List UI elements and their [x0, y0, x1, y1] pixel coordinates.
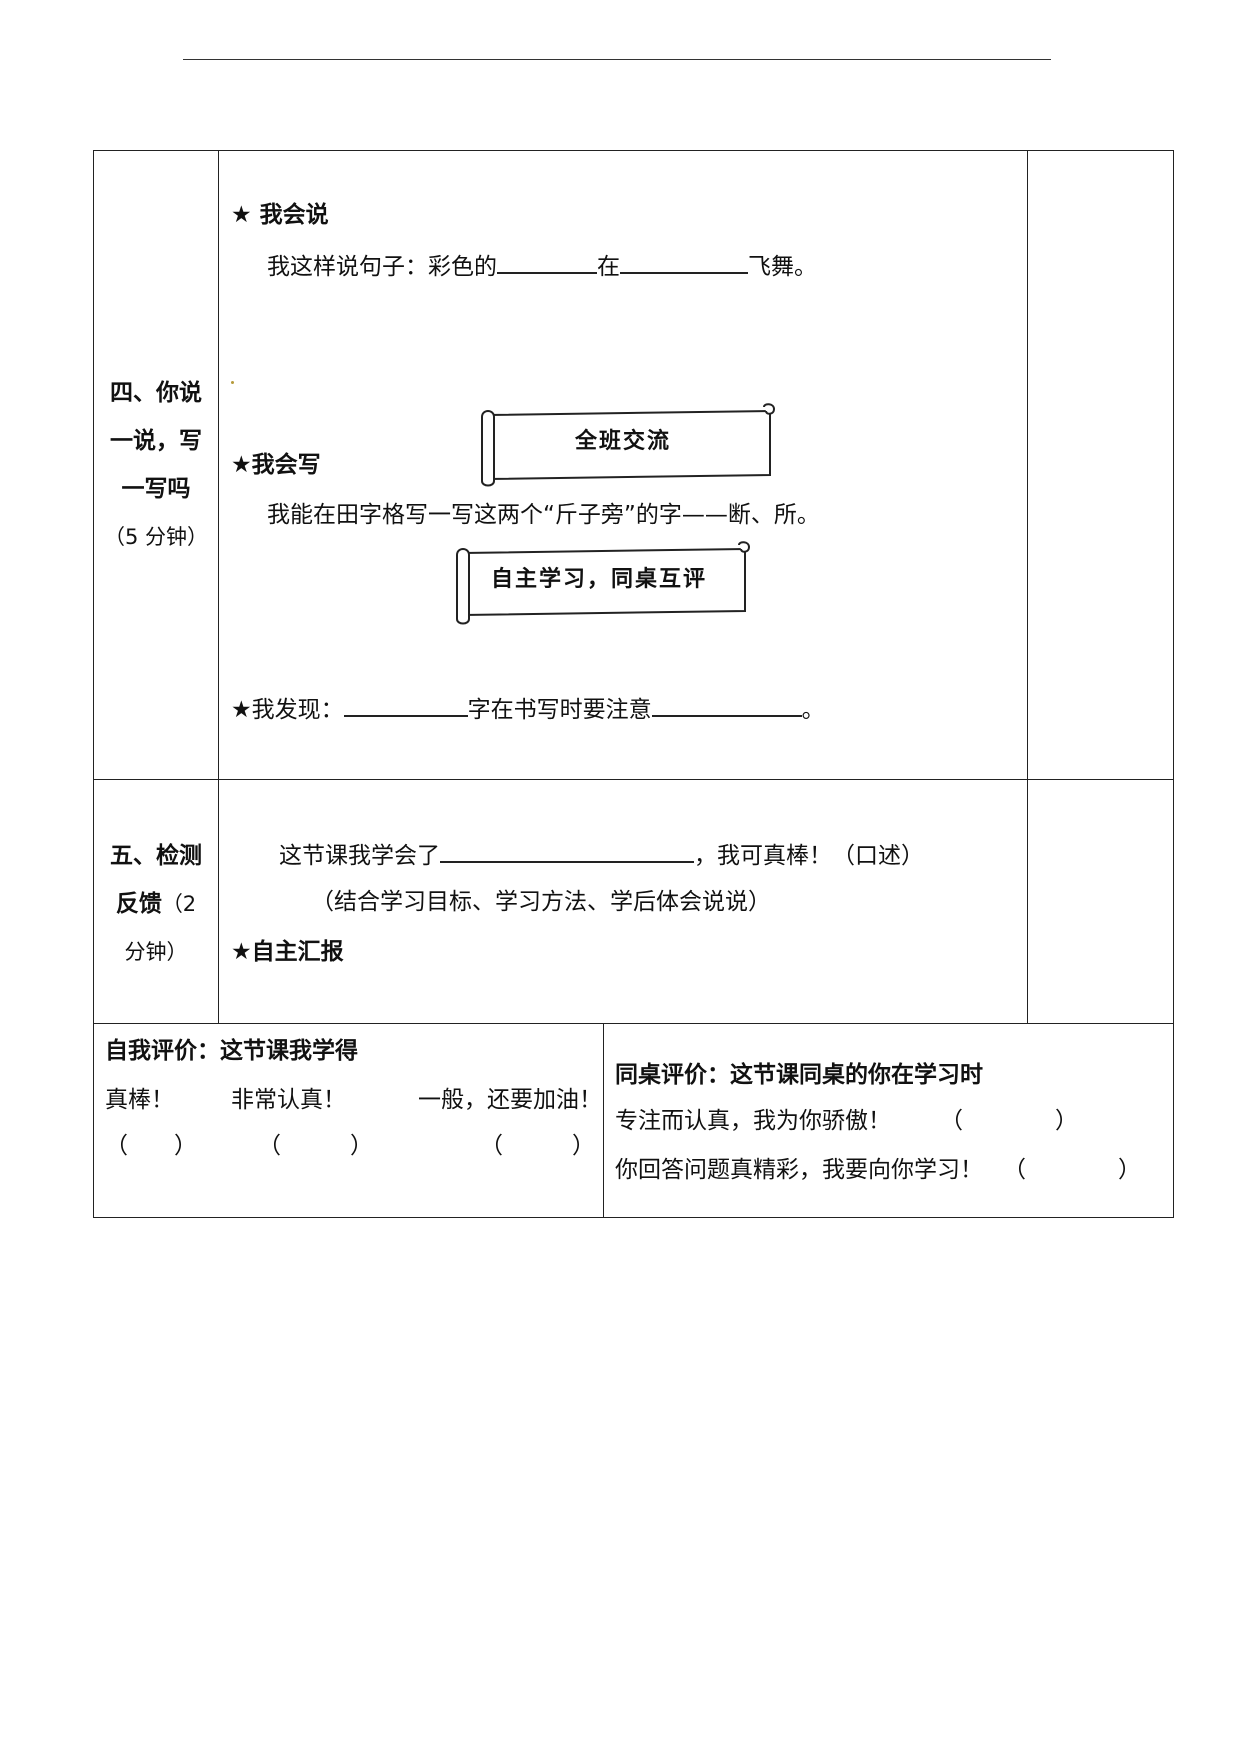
section4-time: （5 分钟）: [103, 525, 209, 549]
peer-eval-line-1: 专注而认真，我为你骄傲！: [615, 1108, 891, 1134]
learned-blank[interactable]: [440, 839, 694, 863]
section5-title-line2a: 反馈: [115, 891, 162, 917]
speck-mark: [231, 381, 234, 384]
speak-blank-2[interactable]: [620, 250, 748, 274]
peer-eval-line-2: 你回答问题真精彩，我要向你学习！: [615, 1157, 983, 1183]
discover-suffix: 。: [801, 697, 825, 723]
speak-heading: ★ 我会说: [231, 202, 329, 228]
section5-title-line3: 分钟）: [124, 940, 188, 964]
discover-blank-1[interactable]: [343, 693, 468, 717]
self-eval-paren-2[interactable]: （ ）: [258, 1133, 373, 1159]
discover-blank-2[interactable]: [651, 693, 802, 717]
scroll1-label: 全班交流: [575, 429, 672, 454]
speak-mid: 在: [597, 254, 620, 280]
self-report: ★自主汇报: [231, 939, 344, 965]
discover-mid: 字在书写时要注意: [467, 697, 652, 723]
self-eval-option-3: 一般，还要加油！: [418, 1087, 602, 1113]
peer-eval-heading: 同桌评价：这节课同桌的你在学习时: [615, 1062, 983, 1088]
learned-suffix: ，我可真棒！（口述）: [694, 843, 924, 869]
scroll-banner-self-study: 自主学习，同桌互评: [449, 541, 754, 625]
speak-blank-1[interactable]: [497, 250, 597, 274]
write-text: 我能在田字格写一写这两个“斤子旁”的字——断、所。: [267, 502, 820, 528]
learned-hint: （结合学习目标、学习方法、学后体会说说）: [311, 889, 771, 915]
section4-title-line2: 一说，写: [110, 428, 202, 454]
discover-sentence: ★我发现： 字在书写时要注意 。: [231, 693, 825, 725]
header-rule: [183, 59, 1051, 60]
section5-title-line2: 反馈（2: [100, 889, 212, 919]
self-eval-paren-1[interactable]: （ ）: [105, 1133, 197, 1159]
scroll-shape-icon: [456, 541, 751, 625]
self-eval-option-2: 非常认真！: [231, 1087, 346, 1113]
peer-eval-paren-2[interactable]: （ ）: [1003, 1157, 1141, 1183]
col-divider-right: [1027, 150, 1028, 1023]
learned-sentence: 这节课我学会了 ，我可真棒！（口述）: [279, 839, 924, 871]
self-eval-paren-3[interactable]: （ ）: [480, 1133, 595, 1159]
self-eval-heading: 自我评价：这节课我学得: [105, 1038, 358, 1064]
speak-suffix: 飞舞。: [748, 254, 817, 280]
speak-prefix: 我这样说句子：彩色的: [267, 254, 497, 280]
section4-title-line1: 四、你说: [110, 380, 202, 406]
row-divider-2: [93, 1023, 1174, 1024]
write-heading: ★我会写: [231, 452, 321, 478]
eval-divider: [603, 1023, 604, 1218]
speak-sentence: 我这样说句子：彩色的 在 飞舞。: [267, 250, 817, 282]
section5-title-line2b: （2: [161, 892, 197, 916]
section4-title-line3: 一写吗: [121, 476, 191, 502]
scroll-banner-class-exchange: 全班交流: [474, 403, 779, 487]
scroll2-label: 自主学习，同桌互评: [491, 567, 708, 592]
lesson-table: [93, 150, 1174, 1218]
scroll-shape-icon: [481, 403, 776, 487]
self-eval-option-1: 真棒！: [105, 1087, 174, 1113]
peer-eval-paren-1[interactable]: （ ）: [940, 1108, 1078, 1134]
learned-prefix: 这节课我学会了: [279, 843, 440, 869]
section5-title-line1: 五、检测: [110, 843, 202, 869]
discover-prefix: ★我发现：: [231, 697, 344, 723]
row-divider-1: [93, 779, 1174, 780]
col-divider-left: [218, 150, 219, 1023]
